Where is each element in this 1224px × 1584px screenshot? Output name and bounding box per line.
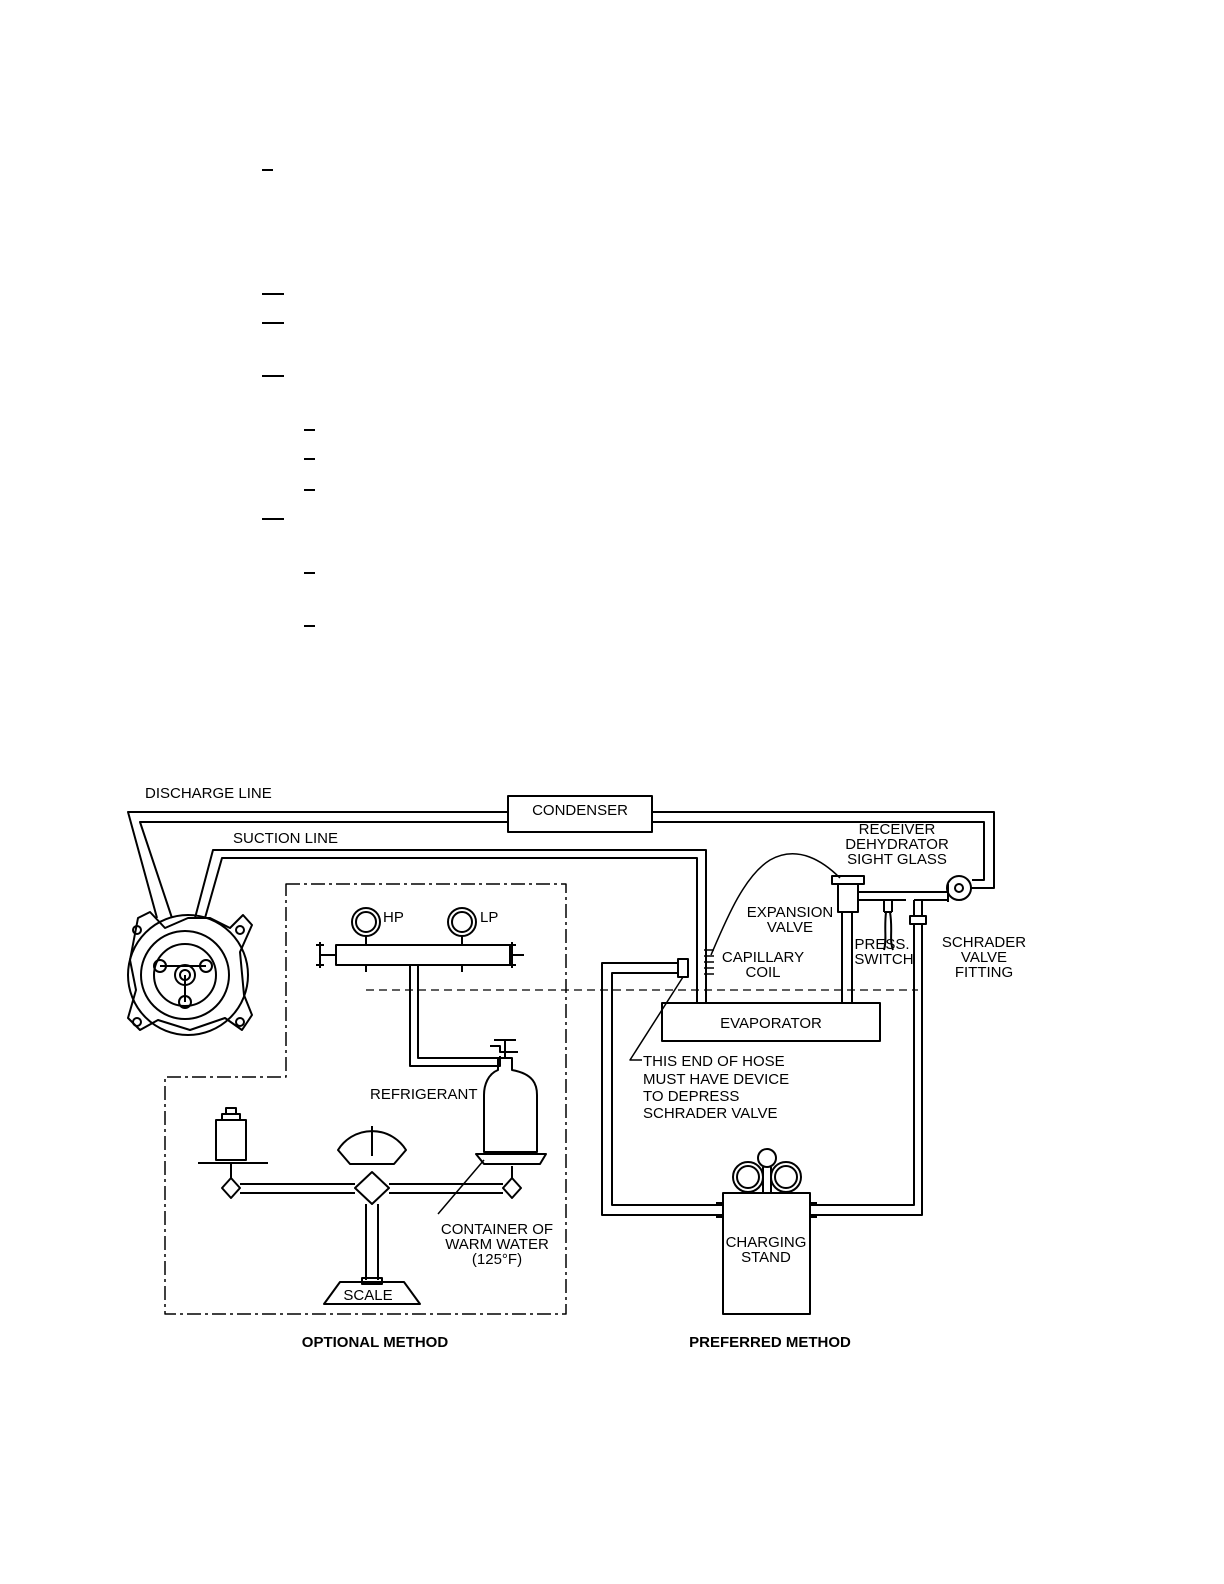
container-label-line-2: WARM WATER	[445, 1236, 549, 1253]
hose-note-line-3: TO DEPRESS	[643, 1088, 739, 1105]
receiver-label-line-1: RECEIVER	[859, 821, 936, 838]
schrader-fitting-label-line-2: VALVE	[961, 949, 1007, 966]
list-marker	[262, 322, 284, 324]
charging-stand-label-line-2: STAND	[741, 1249, 791, 1266]
charging-stand-label-line-1: CHARGING	[726, 1234, 807, 1251]
capillary-coil	[704, 949, 714, 975]
preferred-method-caption: PREFERRED METHOD	[689, 1334, 851, 1351]
schrader-fitting-label-line-3: FITTING	[955, 964, 1013, 981]
suction-line-label: SUCTION LINE	[233, 830, 338, 847]
press-switch-label-line-1: PRESS.	[854, 936, 909, 953]
hose-note-line-4: SCHRADER VALVE	[643, 1105, 777, 1122]
refrigerant-label: REFRIGERANT	[370, 1086, 478, 1103]
capillary-tube	[710, 853, 841, 956]
evaporator-box	[661, 1002, 881, 1042]
press-switch-label-line-2: SWITCH	[854, 951, 913, 968]
list-marker	[304, 572, 315, 574]
container-label-line-1: CONTAINER OF	[441, 1221, 553, 1238]
container-pointer	[437, 1159, 485, 1215]
discharge-line-label: DISCHARGE LINE	[145, 785, 272, 802]
receiver-dehydrator	[831, 875, 972, 1003]
refrigerant-cylinder	[475, 1039, 547, 1165]
list-marker	[304, 489, 315, 491]
hose-note-pointer	[629, 976, 684, 1061]
hose-fitting	[677, 958, 689, 978]
suction-line	[194, 849, 707, 1003]
scale-label: SCALE	[343, 1287, 392, 1304]
list-marker	[304, 429, 315, 431]
manifold	[316, 907, 524, 972]
hose-note-line-2: MUST HAVE DEVICE	[643, 1071, 789, 1088]
list-marker	[304, 625, 315, 627]
receiver-label-line-2: DEHYDRATOR	[845, 836, 949, 853]
charging-hose-left	[601, 962, 723, 1216]
hose-note-line-1: THIS END OF HOSE	[643, 1053, 785, 1070]
list-marker	[262, 518, 284, 520]
condenser-label: CONDENSER	[532, 802, 628, 819]
list-marker	[262, 375, 284, 377]
capillary-coil-label-line-1: CAPILLARY	[722, 949, 804, 966]
container-label-line-3: (125°F)	[472, 1251, 522, 1268]
compressor	[127, 911, 253, 1036]
schrader-fitting-label-line-1: SCHRADER	[942, 934, 1026, 951]
list-marker	[304, 458, 315, 460]
expansion-valve-label-line-1: EXPANSION	[747, 904, 833, 921]
lp-gauge-label: LP	[480, 909, 498, 926]
list-marker	[262, 293, 284, 295]
list-marker	[262, 169, 273, 171]
manifold-hose	[409, 965, 501, 1067]
hp-gauge-label: HP	[383, 909, 404, 926]
receiver-label-line-3: SIGHT GLASS	[847, 851, 947, 868]
evaporator-label: EVAPORATOR	[720, 1015, 822, 1032]
scale	[198, 1107, 522, 1305]
discharge-line	[127, 811, 995, 919]
optional-method-boundary	[164, 883, 567, 1315]
charging-stand	[716, 1148, 817, 1315]
charging-hose-right	[810, 924, 923, 1216]
optional-method-caption: OPTIONAL METHOD	[302, 1334, 449, 1351]
expansion-valve-label-line-2: VALVE	[767, 919, 813, 936]
capillary-coil-label-line-2: COIL	[745, 964, 780, 981]
condenser-box	[507, 795, 653, 833]
